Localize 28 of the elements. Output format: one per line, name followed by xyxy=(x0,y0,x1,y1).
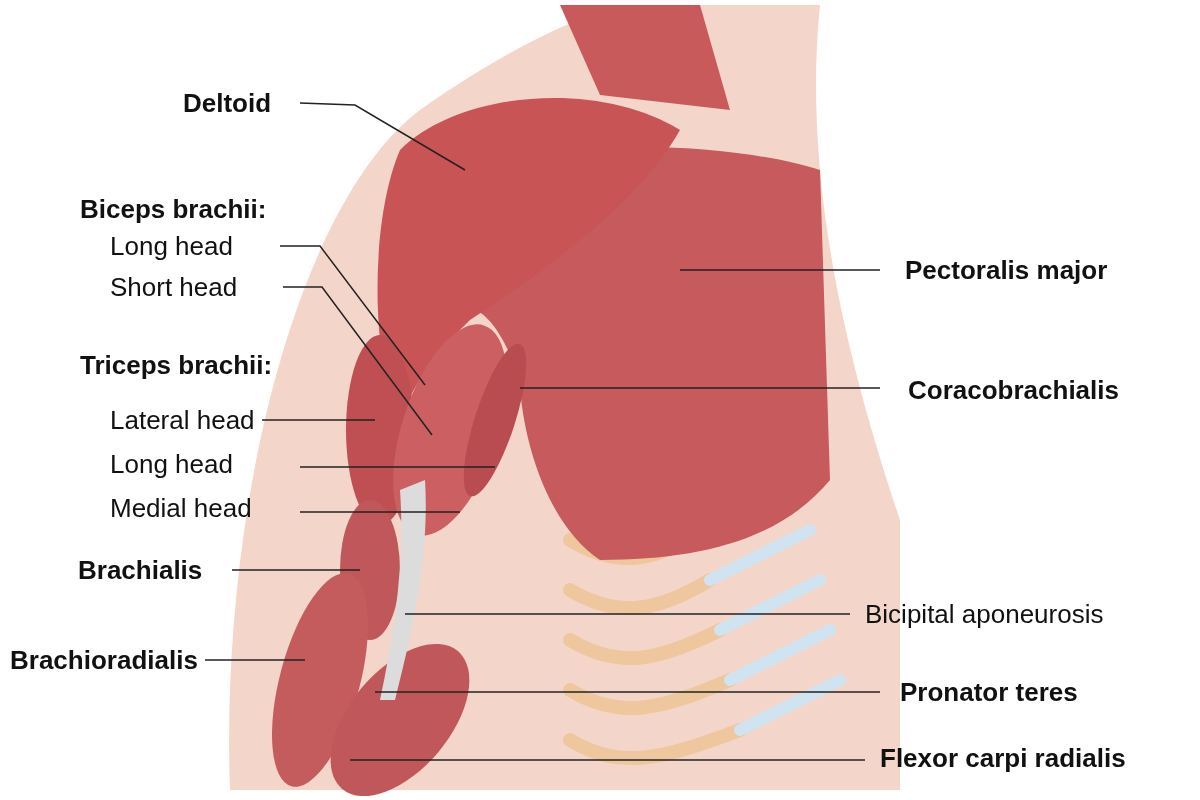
leader-line xyxy=(261,419,376,421)
muscle-label: Brachioradialis xyxy=(10,645,198,675)
group-heading: Triceps brachii: xyxy=(80,350,273,380)
leader-line xyxy=(404,613,851,615)
leader-line xyxy=(282,286,433,436)
muscle-label: Short head xyxy=(110,272,238,302)
leader-line xyxy=(299,511,461,513)
leader-line xyxy=(519,387,881,389)
muscle-label: Long head xyxy=(110,449,233,479)
leader-line xyxy=(349,759,866,761)
group-heading: Biceps brachii: xyxy=(80,194,267,224)
muscle-label: Bicipital aponeurosis xyxy=(865,599,1104,629)
muscle-label: Pronator teres xyxy=(900,677,1078,707)
muscle-label: Pectoralis major xyxy=(905,255,1108,285)
leader-line xyxy=(204,659,306,661)
muscle-label: Medial head xyxy=(110,493,252,523)
leader-line xyxy=(231,569,361,571)
muscle-label: Flexor carpi radialis xyxy=(880,743,1126,773)
leader-line xyxy=(299,102,466,171)
muscle-label: Coracobrachialis xyxy=(908,375,1119,405)
muscle-label: Long head xyxy=(110,231,233,261)
leader-line xyxy=(299,466,496,468)
leader-line xyxy=(279,245,426,386)
muscle-label: Deltoid xyxy=(183,88,272,118)
leader-line xyxy=(679,269,881,271)
muscle-label: Lateral head xyxy=(110,405,255,435)
leader-line xyxy=(374,691,881,693)
muscle-label: Brachialis xyxy=(78,555,203,585)
